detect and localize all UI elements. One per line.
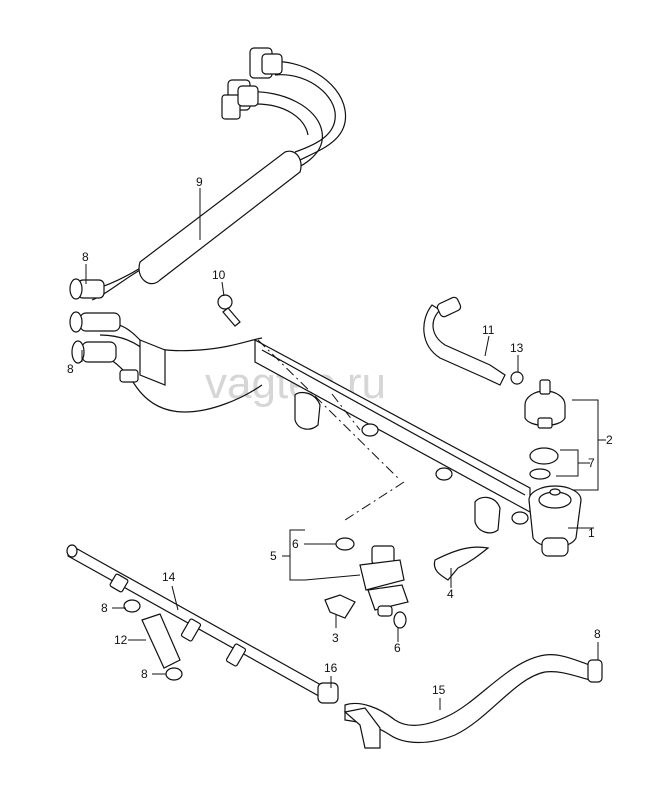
vacuum-hose <box>423 296 506 386</box>
connector-16 <box>317 682 339 704</box>
callout-14: 14 <box>162 570 176 584</box>
o-ring-7b <box>529 468 551 480</box>
callout-8a: 8 <box>82 250 89 264</box>
callout-7: 7 <box>588 456 595 470</box>
callout-4: 4 <box>447 587 454 601</box>
callout-6a: 6 <box>292 537 299 551</box>
leader-lines <box>81 188 606 710</box>
o-ring-7a <box>529 447 559 465</box>
short-hose <box>123 599 183 681</box>
callout-12: 12 <box>114 633 128 647</box>
callout-11: 11 <box>482 323 495 337</box>
fuel-injector <box>359 545 409 617</box>
fuel-hose-upper-assembly <box>91 47 347 301</box>
callout-10: 10 <box>212 268 226 282</box>
lower-fuel-rail <box>66 544 331 701</box>
fuel-feed-lines <box>69 278 263 413</box>
injector-seal-lower <box>393 611 407 629</box>
callout-16: 16 <box>324 661 338 675</box>
line-bracket <box>139 339 166 386</box>
callout-5: 5 <box>270 549 277 563</box>
callout-8e: 8 <box>594 627 601 641</box>
callout-2: 2 <box>606 433 613 447</box>
pressure-regulator <box>524 379 566 429</box>
spring-clip <box>433 546 490 581</box>
callout-9: 9 <box>196 175 203 189</box>
callout-8c: 8 <box>101 601 108 615</box>
callout-13: 13 <box>510 341 524 355</box>
callout-15: 15 <box>432 683 446 697</box>
callout-3: 3 <box>332 631 339 645</box>
callout-1: 1 <box>588 526 595 540</box>
long-fuel-hose <box>317 654 603 749</box>
bolt <box>217 294 241 327</box>
callout-labels: 1 2 3 4 5 6 6 7 8 8 8 8 8 9 10 11 12 13 … <box>67 175 613 697</box>
callout-6b: 6 <box>394 641 401 655</box>
callout-8d: 8 <box>141 667 148 681</box>
rail-mount-1 <box>294 391 321 430</box>
fuel-rail <box>254 338 582 557</box>
retaining-clip <box>324 594 356 619</box>
callout-8b: 8 <box>67 362 74 376</box>
hose-clamp-13 <box>510 371 524 385</box>
rail-mount-2 <box>474 496 501 534</box>
injector-seal-upper <box>335 537 355 551</box>
